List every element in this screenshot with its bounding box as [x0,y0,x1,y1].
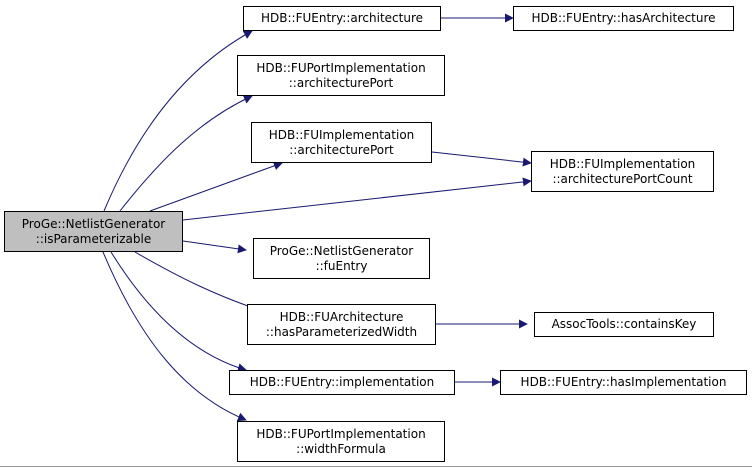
node-label-line1: AssocTools::containsKey [551,317,697,331]
node-label-line1: HDB::FUPortImplementation [256,426,426,441]
edge-root-to-fuimpl-architectureportcount [182,177,532,221]
node-label-line1: ProGe::NetlistGenerator [21,216,166,231]
node-label-line1: HDB::FUArchitecture [279,309,404,324]
node-label-line1: ProGe::NetlistGenerator [269,243,414,258]
edge-root-to-fuentry-architecture [103,30,253,212]
edge-root-to-fuportimpl-widthformula [102,251,247,422]
node-label-line2: ::fuEntry [315,258,368,273]
edge-root-to-fuentry-implementation [110,251,247,373]
node-label-line1: HDB::FUEntry::hasArchitecture [531,11,716,25]
node-assoctools-containskey[interactable]: AssocTools::containsKey [534,312,714,337]
edge-fuimpl-architectureport-to-count [431,151,532,167]
node-fuentry-implementation[interactable]: HDB::FUEntry::implementation [229,370,455,395]
node-label-line2: ::hasParameterizedWidth [265,324,418,339]
node-label-line1: HDB::FUEntry::implementation [249,375,435,389]
node-fuimplementation-architectureportcount[interactable]: HDB::FUImplementation ::architecturePort… [531,151,714,192]
node-netlistgenerator-fuentry[interactable]: ProGe::NetlistGenerator ::fuEntry [253,238,430,279]
edge-root-to-fuimpl-architectureport [149,161,283,212]
node-fuentry-architecture[interactable]: HDB::FUEntry::architecture [243,6,441,31]
node-label-line1: HDB::FUEntry::hasImplementation [520,375,727,389]
node-label-line2: ::architecturePort [289,142,394,157]
node-label-line1: HDB::FUImplementation [549,156,696,171]
node-netlistgenerator-isparameterizable: ProGe::NetlistGenerator ::isParameteriza… [4,211,183,252]
edge-root-to-fuportimpl-architectureport [119,95,253,212]
bottom-divider [0,466,752,467]
node-fuportimplementation-architectureport[interactable]: HDB::FUPortImplementation ::architecture… [237,55,445,96]
node-fuentry-hasimplementation[interactable]: HDB::FUEntry::hasImplementation [500,370,747,395]
node-label-line1: HDB::FUImplementation [268,127,415,142]
node-label-line1: HDB::FUEntry::architecture [260,11,424,25]
edge-root-to-netlist-fuentry [182,240,247,254]
node-label-line2: ::architecturePortCount [552,171,693,186]
node-label-line2: ::architecturePort [288,75,394,90]
node-fuarchitecture-hasparameterizedwidth[interactable]: HDB::FUArchitecture ::hasParameterizedWi… [247,304,436,345]
node-fuentry-hasarchitecture[interactable]: HDB::FUEntry::hasArchitecture [513,6,734,31]
node-label-line1: HDB::FUPortImplementation [256,60,426,75]
node-fuimplementation-architectureport[interactable]: HDB::FUImplementation ::architecturePort [251,122,432,163]
edge-root-to-fuarch-hasparameterizedwidth [134,251,263,313]
node-label-line2: ::widthFormula [296,441,386,456]
node-fuportimplementation-widthformula[interactable]: HDB::FUPortImplementation ::widthFormula [237,421,445,462]
node-label-line2: ::isParameterizable [35,231,152,246]
